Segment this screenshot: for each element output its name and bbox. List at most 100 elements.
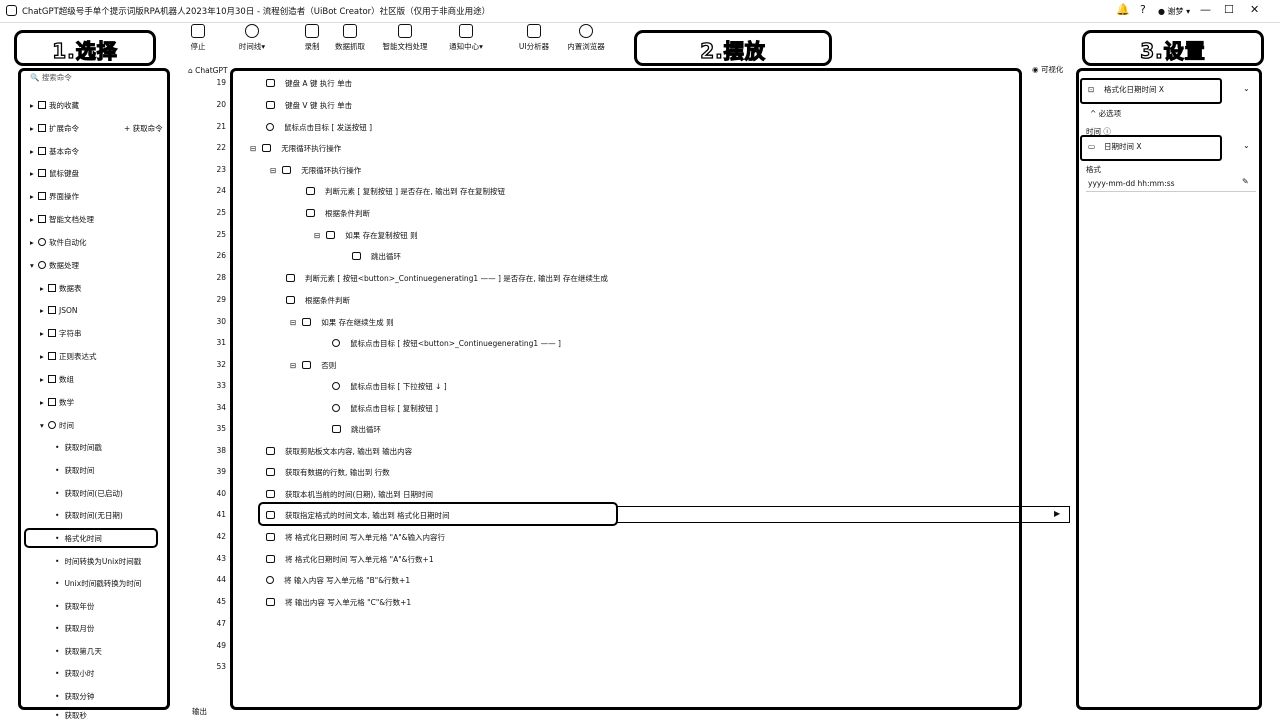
maximize-button[interactable]: ☐ [1224,3,1234,16]
command-search-input[interactable]: 🔍 搜索命令 [30,73,72,82]
code-line[interactable]: 鼠标点击目标 [ 下拉按钮 ↓ ] [332,381,447,392]
notification-center-button[interactable]: 通知中心▾ [436,24,496,52]
code-line[interactable]: ⊟否则 [290,361,337,370]
tree-item-format-time[interactable]: 格式化时间 [55,533,102,544]
close-button[interactable]: ✕ [1250,3,1260,16]
callout-settings-label: 3.设置 [1140,38,1206,63]
time-input-field[interactable]: ▭ 日期时间 X [1080,135,1222,161]
code-line[interactable]: 将 格式化日期时间 写入单元格 "A"&行数+1 [266,554,434,565]
collapse-icon[interactable]: ⊟ [250,144,257,153]
array-icon [48,375,56,383]
code-line[interactable]: 鼠标点击目标 [ 按钮<button>_Continuegenerating1 … [332,338,561,349]
help-icon[interactable]: ? [1140,3,1146,16]
code-line[interactable]: 鼠标点击目标 [ 发送按钮 ] [266,122,372,133]
code-line[interactable]: ⊟如果 存在复制按钮 则 [314,231,418,240]
tree-item-time-to-unix[interactable]: 时间转换为Unix时间戳 [55,556,141,567]
tree-item-get-time[interactable]: 获取时间 [55,465,94,476]
tree-category-array[interactable]: ▸数组 [40,375,74,384]
required-section-label[interactable]: ^ 必选项 [1090,109,1122,118]
search-icon: 🔍 [30,73,40,82]
code-line[interactable]: 根据条件判断 [306,208,370,219]
collapse-icon[interactable]: ⊟ [270,166,277,175]
code-line[interactable]: 键盘 V 键 执行 单击 [266,100,352,111]
code-line[interactable]: 键盘 A 键 执行 单击 [266,78,352,89]
tree-category-idp[interactable]: ▸智能文档处理 [30,215,94,224]
editor-tab[interactable]: ⌂ ChatGPT [188,66,228,75]
tree-item-get-month[interactable]: 获取月份 [55,623,94,634]
code-line[interactable]: 获取本机当前的时间(日期), 输出到 日期时间 [266,489,433,500]
tree-item-get-second[interactable]: 获取秒 [55,710,87,721]
variable-icon: ⊡ [1088,85,1095,94]
collapse-icon[interactable]: ⊟ [290,361,297,370]
break-icon [332,425,341,433]
format-input-field[interactable]: yyyy-mm-dd hh:mm:ss ✎ [1086,174,1256,192]
line-number: 45 [216,597,226,606]
tree-category-software[interactable]: ▸软件自动化 [30,238,87,247]
tree-item-get-hour[interactable]: 获取小时 [55,668,94,679]
edit-icon[interactable]: ✎ [1242,177,1249,186]
code-line[interactable]: 将 格式化日期时间 写入单元格 "A"&输入内容行 [266,532,445,543]
timeline-icon [245,24,259,38]
tree-category-data-processing[interactable]: ▾数据处理 [30,261,79,270]
code-line[interactable]: 获取有数据的行数, 输出到 行数 [266,467,390,478]
collapse-icon[interactable]: ⊟ [314,231,321,240]
line-number: 28 [216,273,226,282]
line-number: 33 [216,381,226,390]
tree-category-regex[interactable]: ▸正则表达式 [40,352,97,361]
extension-icon [38,124,46,132]
code-line[interactable]: 根据条件判断 [286,295,350,306]
data-scrape-button[interactable]: 数据抓取 [320,24,380,52]
window-title: ChatGPT超级号手单个提示词版RPA机器人2023年10月30日 - 流程创… [22,7,491,17]
code-line[interactable]: 跳出循环 [352,251,401,262]
visualize-toggle[interactable]: ◉ 可视化 [1032,65,1064,74]
collapse-icon[interactable]: ⊟ [290,318,297,327]
builtin-browser-button[interactable]: 内置浏览器 [556,24,616,52]
code-line[interactable]: 将 输出内容 写入单元格 "C"&行数+1 [266,597,411,608]
user-menu[interactable]: ● 谢梦 ▾ [1158,7,1191,16]
tree-item-get-day[interactable]: 获取第几天 [55,646,102,657]
tree-item-get-time-started[interactable]: 获取时间(已启动) [55,488,122,499]
code-line[interactable]: 鼠标点击目标 [ 复制按钮 ] [332,403,438,414]
tree-item-get-timestamp[interactable]: 获取时间戳 [55,442,102,453]
code-line[interactable]: ⊟无限循环执行操作 [250,144,342,153]
timeline-button[interactable]: 时间线▾ [222,24,282,52]
get-commands-link[interactable]: + 获取命令 [124,124,163,133]
pie-chart-icon [38,261,46,269]
bell-icon[interactable]: 🔔 [1116,3,1130,16]
stop-button[interactable]: 停止 [168,24,228,52]
tree-category-json[interactable]: ▸JSON [40,306,78,315]
code-line[interactable]: 判断元素 [ 复制按钮 ] 是否存在, 输出到 存在复制按钮 [306,186,505,197]
code-line-selected[interactable]: 获取指定格式的时间文本, 输出到 格式化日期时间 [266,510,450,521]
ui-analyzer-button[interactable]: UI分析器 [504,24,564,52]
tree-category-string[interactable]: ▸字符串 [40,329,82,338]
excel-icon [266,533,275,541]
tree-category-math[interactable]: ▸数学 [40,398,74,407]
code-line[interactable]: 将 输入内容 写入单元格 "B"&行数+1 [266,575,410,586]
code-line[interactable]: 判断元素 [ 按钮<button>_Continuegenerating1 ——… [286,273,608,284]
code-line[interactable]: ⊟无限循环执行操作 [270,166,362,175]
line-number: 23 [216,165,226,174]
output-variable-field[interactable]: ⊡ 格式化日期时间 X [1080,78,1222,104]
tree-item-get-time-no-date[interactable]: 获取时间(无日期) [55,510,122,521]
tree-item-get-minute[interactable]: 获取分钟 [55,691,94,702]
chevron-down-icon[interactable]: ⌄ [1243,84,1250,93]
chevron-down-icon[interactable]: ⌄ [1243,141,1250,150]
code-line[interactable]: 跳出循环 [332,424,381,435]
tree-category-basic[interactable]: ▸基本命令 [30,147,79,156]
tree-category-ui[interactable]: ▸界面操作 [30,192,79,201]
callout-place: 2.摆放 [634,30,832,66]
document-processing-button[interactable]: 智能文档处理 [375,24,435,52]
tree-category-mouse-keyboard[interactable]: ▸鼠标键盘 [30,169,79,178]
tree-category-time[interactable]: ▾时间 [40,421,74,430]
run-line-icon[interactable]: ▶ [1054,509,1061,518]
code-line[interactable]: 获取剪贴板文本内容, 输出到 输出内容 [266,446,412,457]
minimize-button[interactable]: — [1200,3,1211,16]
record-button[interactable]: 录制 [282,24,342,52]
tree-item-unix-to-time[interactable]: Unix时间戳转换为时间 [55,578,141,589]
code-line[interactable]: ⊟如果 存在继续生成 则 [290,318,394,327]
tree-category-datatable[interactable]: ▸数据表 [40,284,82,293]
tree-category-extensions[interactable]: ▸扩展命令 [30,124,79,133]
output-tab[interactable]: 输出 [192,707,207,716]
tree-category-favorites[interactable]: ▸我的收藏 [30,101,79,110]
tree-item-get-year[interactable]: 获取年份 [55,601,94,612]
